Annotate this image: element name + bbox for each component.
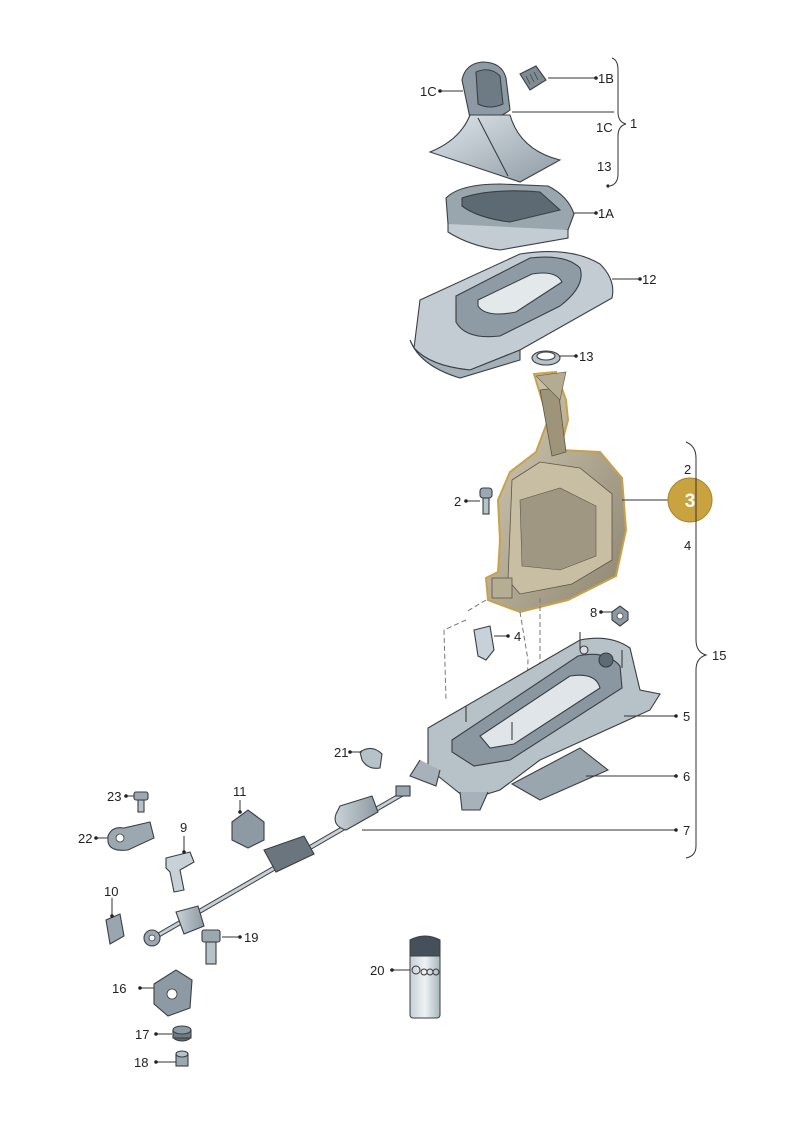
leader-23 — [124, 794, 134, 798]
clip-9[interactable] — [165, 851, 195, 893]
label-10: 10 — [104, 884, 118, 899]
leader-18 — [154, 1060, 176, 1064]
label-18: 18 — [134, 1055, 148, 1070]
label-9: 9 — [180, 820, 187, 835]
lever-22[interactable] — [107, 821, 155, 851]
label-1c-top: 1C — [420, 84, 437, 99]
label-1: 1 — [630, 116, 637, 131]
badge-label: 3 — [685, 491, 696, 512]
shift-cable[interactable] — [143, 785, 411, 947]
leader-9 — [182, 836, 186, 854]
leader-4 — [494, 634, 510, 638]
shift-boot[interactable] — [428, 114, 562, 183]
leader-1c-top — [438, 89, 463, 93]
label-21: 21 — [334, 745, 348, 760]
label-15: 15 — [712, 648, 726, 663]
nut-18[interactable] — [175, 1050, 189, 1067]
bracket-group-1 — [609, 57, 627, 187]
grease-tube[interactable] — [409, 935, 441, 1019]
bracket-16[interactable] — [153, 969, 193, 1017]
label-4: 4 — [514, 629, 521, 644]
clip-10[interactable] — [105, 913, 125, 945]
label-2-screw: 2 — [454, 494, 461, 509]
leader-1a — [574, 211, 598, 215]
leader-20 — [390, 968, 410, 972]
leader-screw-2 — [464, 499, 480, 503]
label-19: 19 — [244, 930, 258, 945]
label-22: 22 — [78, 831, 92, 846]
label-13-top: 13 — [597, 159, 611, 174]
clip-21[interactable] — [359, 747, 383, 769]
leader-12 — [612, 277, 642, 281]
label-7: 7 — [683, 823, 690, 838]
leader-21 — [348, 750, 362, 754]
selector-badge[interactable]: 3 — [622, 477, 713, 523]
label-1b: 1B — [598, 71, 614, 86]
screw-2[interactable] — [479, 487, 493, 515]
gasket[interactable] — [510, 747, 610, 801]
label-1a: 1A — [598, 206, 614, 221]
screw-23[interactable] — [133, 791, 149, 813]
knob-cap[interactable] — [519, 65, 547, 91]
label-12: 12 — [642, 272, 656, 287]
console-housing[interactable] — [409, 250, 614, 379]
leader-22 — [94, 836, 108, 840]
label-13: 13 — [579, 349, 593, 364]
label-23: 23 — [107, 789, 121, 804]
gear-knob[interactable] — [461, 61, 511, 120]
leader-5 — [624, 714, 678, 718]
label-4-right: 4 — [684, 538, 691, 553]
leader-6 — [586, 774, 678, 778]
label-2-right: 2 — [684, 462, 691, 477]
leader-19 — [222, 935, 242, 939]
label-17: 17 — [135, 1027, 149, 1042]
leader-7 — [362, 828, 678, 832]
label-8: 8 — [590, 605, 597, 620]
base-frame[interactable] — [409, 632, 661, 811]
ring-clip[interactable] — [531, 350, 561, 366]
clip-4[interactable] — [473, 625, 495, 661]
bolt-19[interactable] — [201, 929, 221, 965]
dot-13-top — [606, 184, 610, 188]
bracket-11[interactable] — [231, 809, 265, 849]
leader-8 — [599, 610, 612, 614]
leader-10 — [110, 898, 114, 918]
label-6: 6 — [683, 769, 690, 784]
label-11: 11 — [233, 784, 247, 799]
label-5: 5 — [683, 709, 690, 724]
leader-13 — [560, 354, 578, 358]
leader-1b — [548, 76, 598, 80]
label-20: 20 — [370, 963, 384, 978]
bracket-group-15 — [685, 441, 708, 859]
leader-11 — [238, 800, 242, 814]
bushing-17[interactable] — [172, 1025, 192, 1042]
label-16: 16 — [112, 981, 126, 996]
label-1c-mid: 1C — [596, 120, 613, 135]
leader-17 — [154, 1032, 172, 1036]
leader-16 — [138, 986, 154, 990]
nut-8[interactable] — [611, 605, 629, 627]
selector-mechanism[interactable] — [484, 370, 628, 614]
alignment-lines — [443, 598, 541, 723]
trim-frame[interactable] — [445, 183, 575, 251]
